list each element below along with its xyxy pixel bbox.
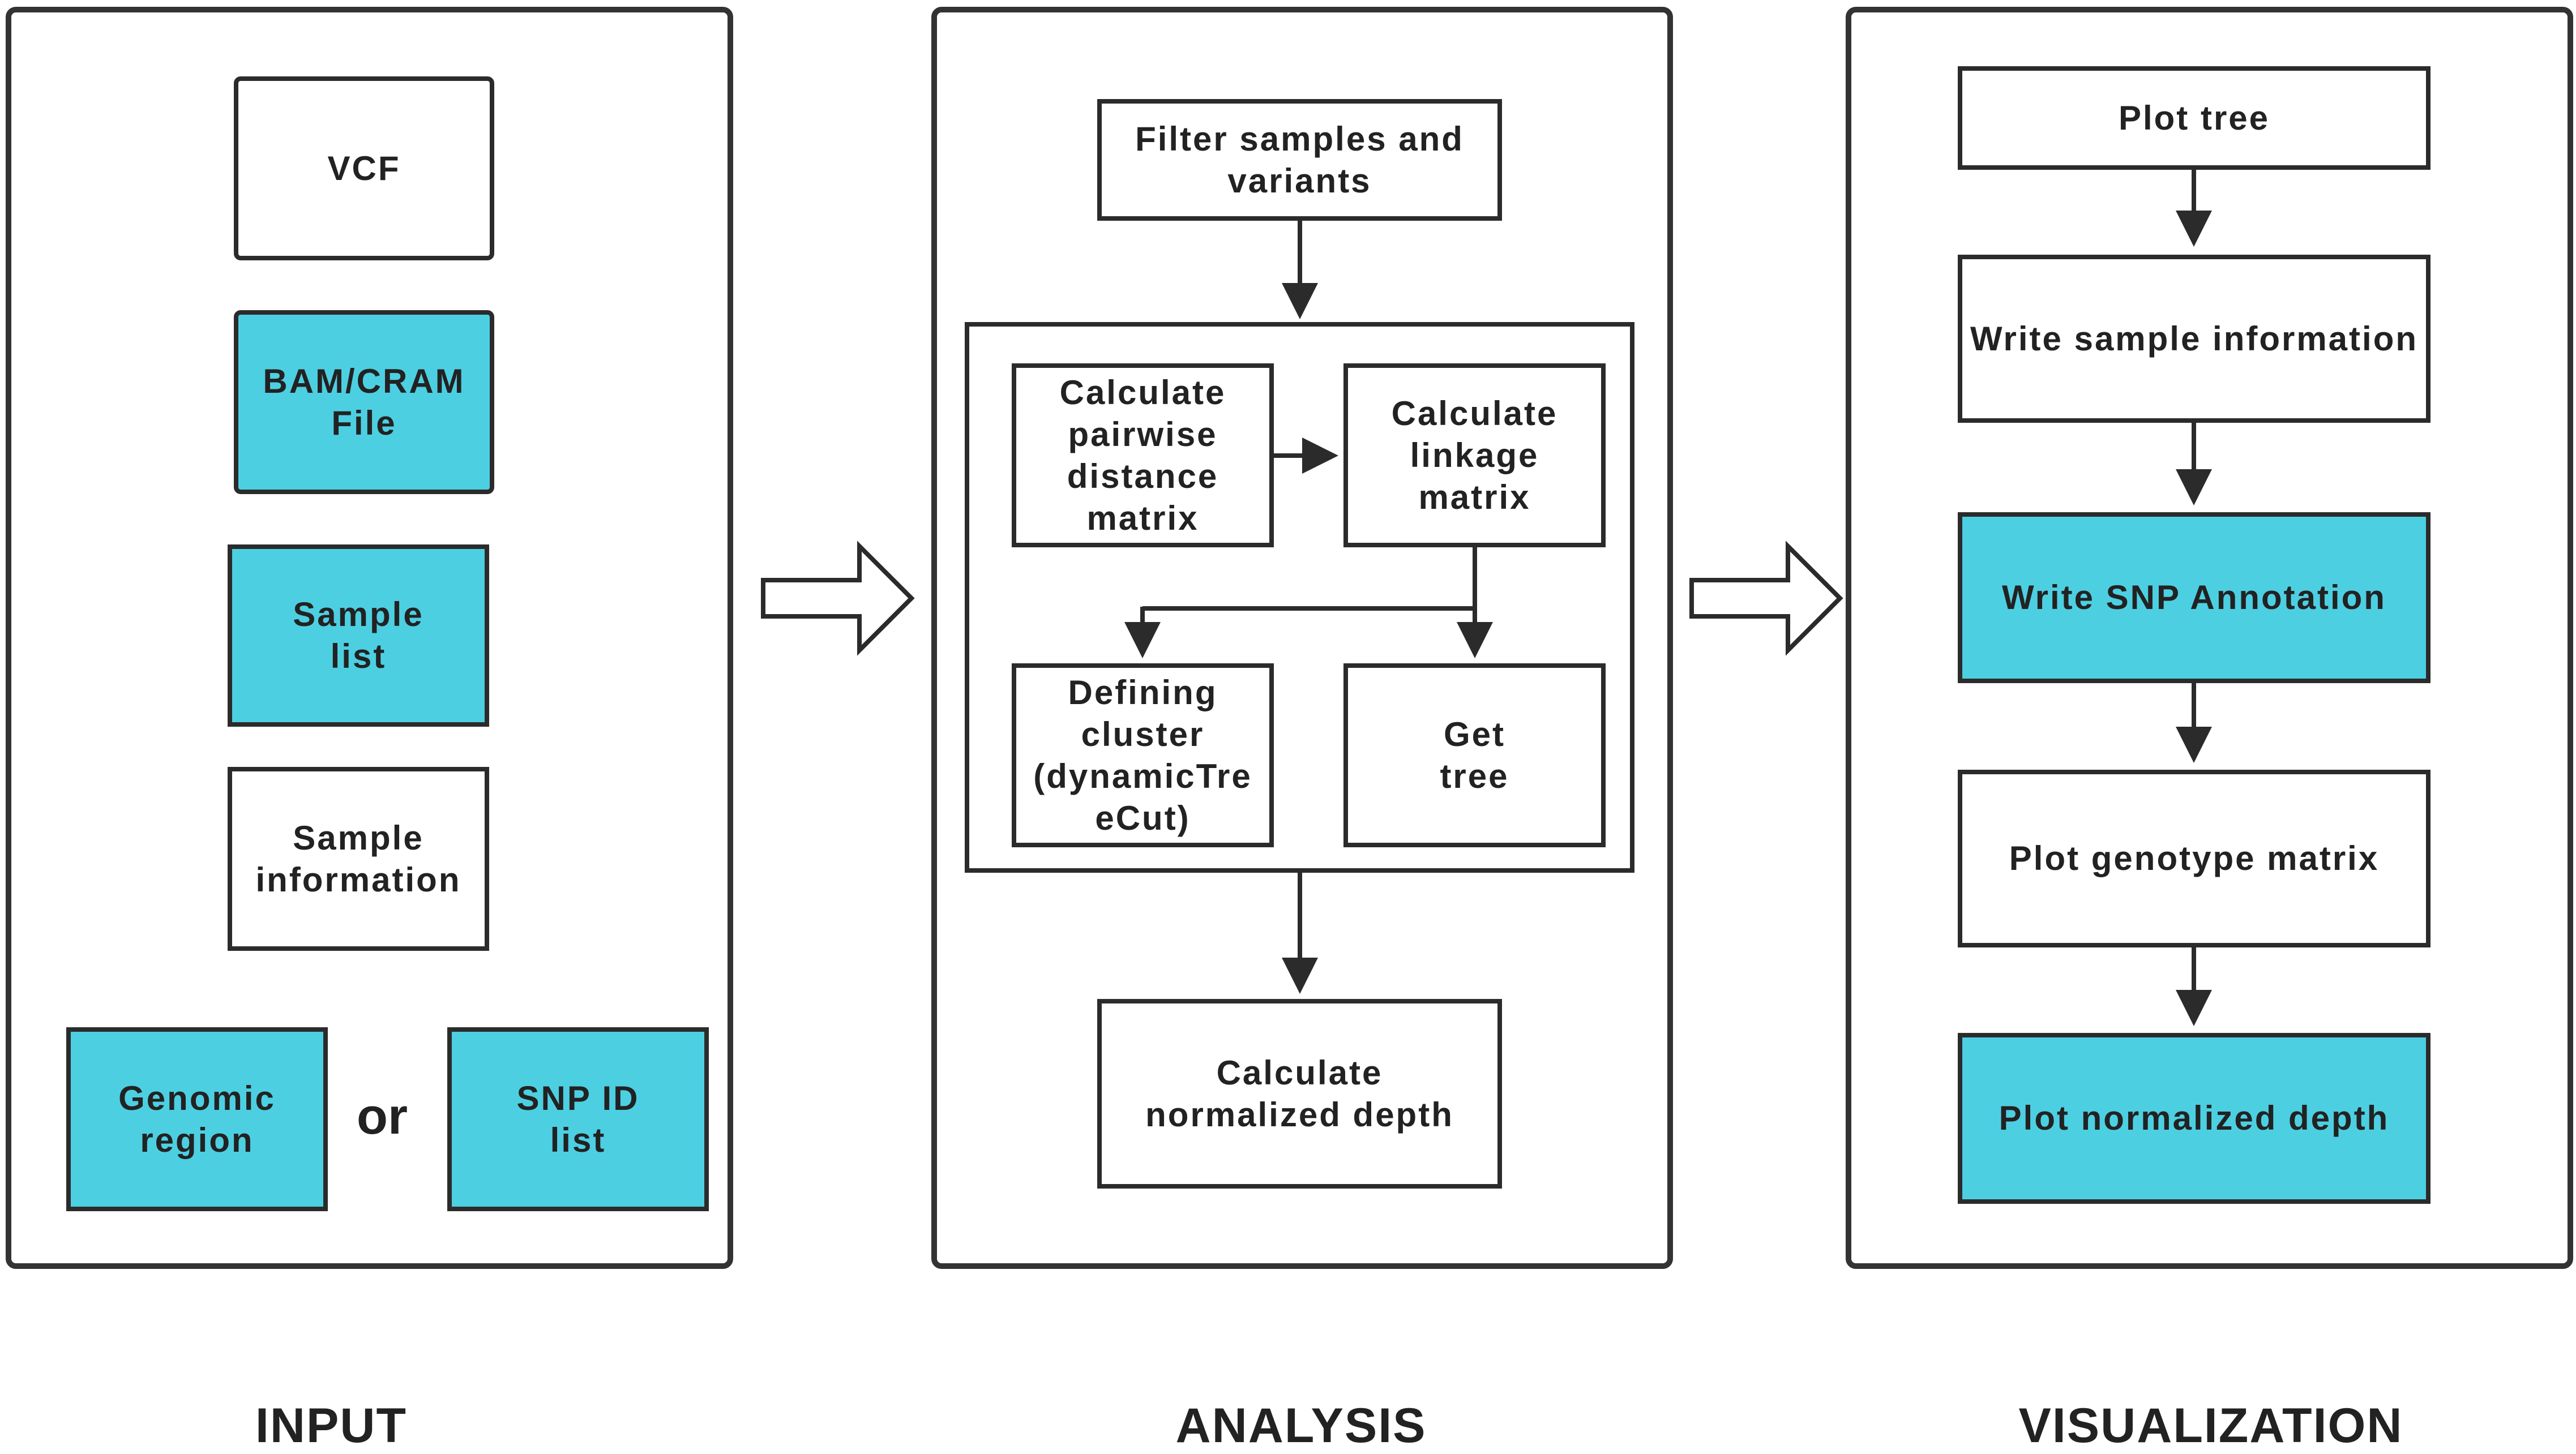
get-tree-box: Get tree — [1343, 663, 1606, 847]
plot-normalized-depth-box: Plot normalized depth — [1958, 1033, 2430, 1204]
filter-samples-box: Filter samples and variants — [1097, 99, 1502, 221]
plot-genotype-matrix-box: Plot genotype matrix — [1958, 770, 2430, 947]
vcf-box: VCF — [234, 76, 494, 260]
genomic-region-label: Genomic region — [118, 1079, 276, 1159]
bam-cram-file-box: BAM/CRAM File — [234, 310, 494, 494]
get-tree-label: Get tree — [1440, 715, 1509, 795]
plot-normalized-depth-label: Plot normalized depth — [1999, 1099, 2390, 1137]
write-snp-annotation-label: Write SNP Annotation — [2002, 578, 2386, 616]
normalized-depth-label: Calculate normalized depth — [1145, 1053, 1454, 1134]
defining-cluster-label: Defining cluster (dynamicTre eCut) — [1033, 673, 1252, 837]
linkage-matrix-label: Calculate linkage matrix — [1391, 394, 1558, 516]
normalized-depth-box: Calculate normalized depth — [1097, 999, 1502, 1189]
genomic-region-box: Genomic region — [66, 1027, 328, 1211]
sample-information-box: Sample information — [228, 767, 489, 951]
plot-tree-label: Plot tree — [2118, 98, 2270, 137]
write-sample-info-box: Write sample information — [1958, 255, 2430, 423]
or-label: or — [357, 1088, 408, 1145]
vcf-label: VCF — [327, 149, 401, 187]
snp-id-list-label: SNP ID list — [516, 1079, 640, 1159]
defining-cluster-box: Defining cluster (dynamicTre eCut) — [1012, 663, 1274, 847]
pairwise-distance-label: Calculate pairwise distance matrix — [1059, 373, 1226, 537]
analysis-to-visualization-arrow — [1689, 541, 1843, 656]
input-to-analysis-arrow — [761, 541, 915, 656]
write-snp-annotation-box: Write SNP Annotation — [1958, 512, 2430, 683]
sample-information-label: Sample information — [255, 818, 461, 899]
write-sample-info-label: Write sample information — [1970, 319, 2418, 358]
linkage-matrix-box: Calculate linkage matrix — [1343, 363, 1606, 547]
visualization-section-label: VISUALIZATION — [2018, 1399, 2403, 1453]
sample-list-box: Sample list — [228, 544, 489, 727]
filter-samples-label: Filter samples and variants — [1135, 119, 1464, 200]
sample-list-label: Sample list — [293, 595, 424, 675]
input-section-label: INPUT — [255, 1399, 407, 1453]
pairwise-distance-box: Calculate pairwise distance matrix — [1012, 363, 1274, 547]
analysis-section-label: ANALYSIS — [1175, 1399, 1427, 1453]
plot-genotype-matrix-label: Plot genotype matrix — [2009, 839, 2380, 877]
snp-id-list-box: SNP ID list — [447, 1027, 709, 1211]
plot-tree-box: Plot tree — [1958, 66, 2430, 170]
bam-cram-file-label: BAM/CRAM File — [263, 362, 465, 442]
